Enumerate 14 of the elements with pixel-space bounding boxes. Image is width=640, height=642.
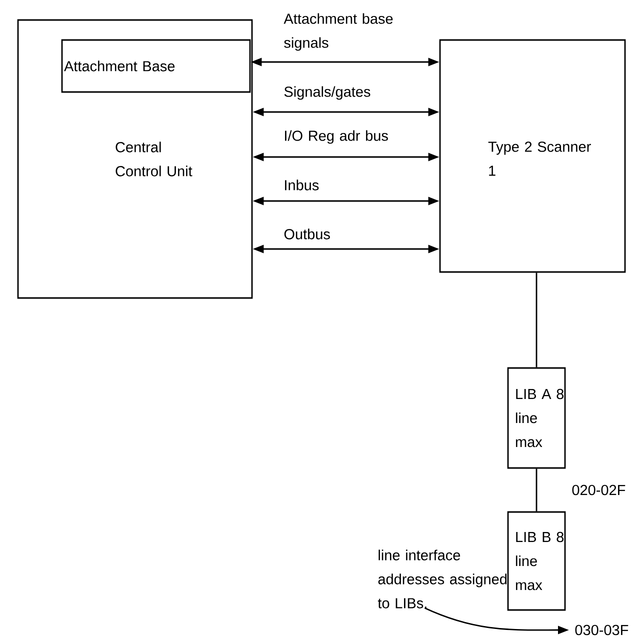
note-text: line interface addresses assigned to LIBs. [378, 550, 507, 608]
connector-line [536, 468, 538, 512]
edge-label: Outbus [284, 228, 330, 240]
lib-box: LIB B 8 line max [507, 511, 566, 611]
edge-label: Inbus [285, 180, 319, 190]
edge-label: Signals/gates [284, 86, 370, 100]
edge-label: Attachment base signals [284, 13, 393, 51]
address-text: 030-03F [575, 624, 628, 636]
scanner-box: Type 2 Scanner 1 [439, 39, 626, 273]
edge-label: I/O Reg adr bus [285, 130, 388, 144]
lib-box: LIB A 8 line max [507, 367, 566, 469]
base-box: Attachment Base [61, 39, 251, 93]
connector-line [536, 272, 538, 368]
edge-label: 020-02F [572, 484, 626, 496]
